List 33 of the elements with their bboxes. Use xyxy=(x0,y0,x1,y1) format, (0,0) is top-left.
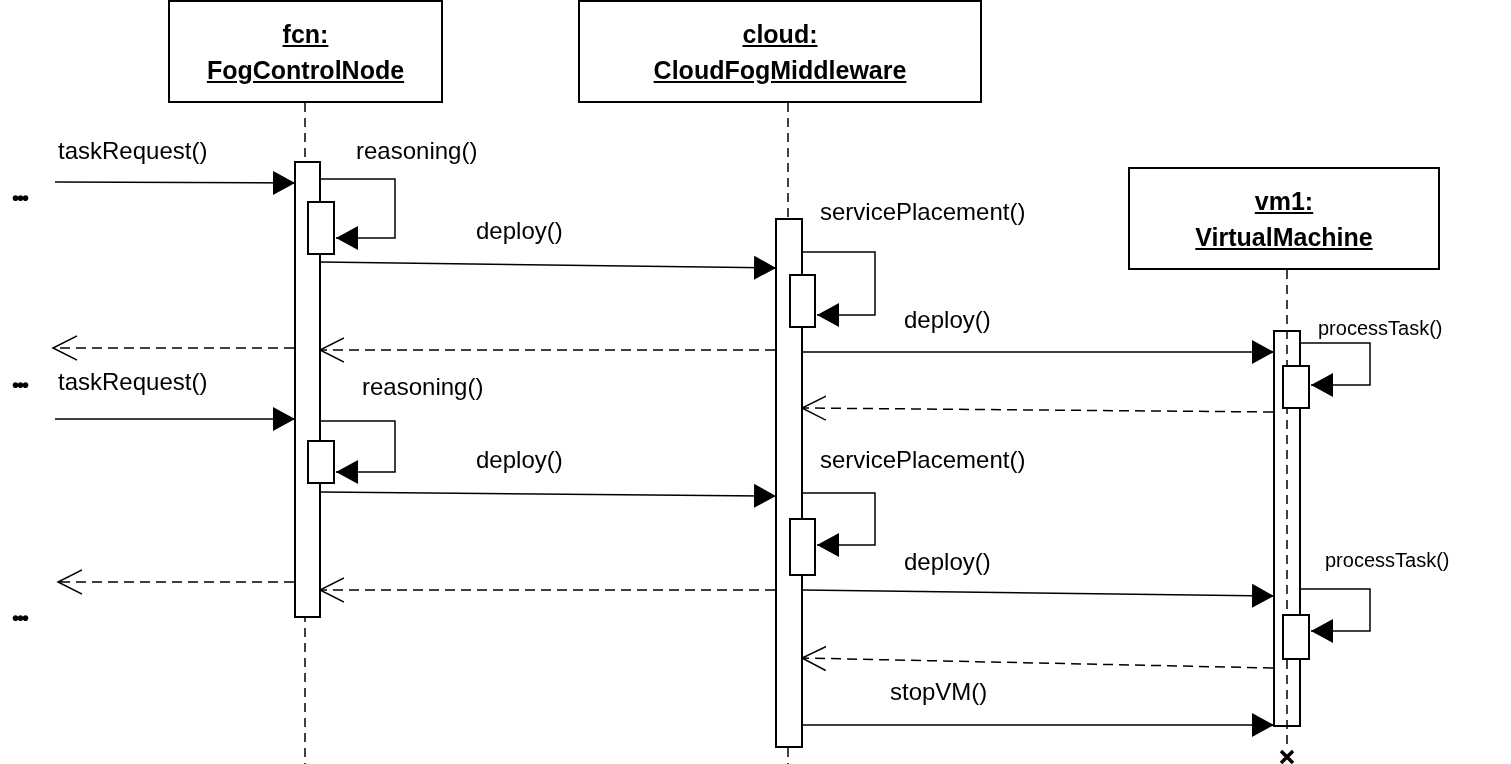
return-message-arrow xyxy=(52,335,295,361)
lifeline-header-box xyxy=(168,0,443,103)
activation-bar xyxy=(307,201,335,255)
self-message-arrow xyxy=(802,492,876,557)
message-arrow xyxy=(320,255,777,280)
self-message-arrow xyxy=(1300,588,1371,643)
lifeline-header-box xyxy=(578,0,982,103)
object-name: cloud: xyxy=(742,18,818,50)
ellipsis: ••• xyxy=(12,608,27,628)
object-name: FogControlNode xyxy=(206,54,405,86)
activation-bar xyxy=(1282,365,1310,409)
activation-bar xyxy=(789,518,816,576)
activation-bar xyxy=(1282,614,1310,660)
ellipsis: ••• xyxy=(12,375,27,395)
return-message-arrow xyxy=(57,569,295,595)
self-message-arrow xyxy=(802,251,876,327)
self-message-arrow xyxy=(320,420,396,484)
self-message-arrow xyxy=(320,178,396,250)
message-arrow xyxy=(802,583,1275,608)
activation-bar xyxy=(789,274,816,328)
ellipsis: ••• xyxy=(12,188,27,208)
object-name: VirtualMachine xyxy=(1195,221,1373,253)
object-name: fcn: xyxy=(282,18,329,50)
message-arrow xyxy=(54,170,296,195)
message-arrow xyxy=(320,483,777,508)
object-name: CloudFogMiddleware xyxy=(653,54,907,86)
message-arrow xyxy=(54,407,296,431)
message-arrow xyxy=(802,340,1275,364)
self-message-arrow xyxy=(1300,342,1371,397)
activation-bar xyxy=(307,440,335,484)
object-name: vm1: xyxy=(1254,185,1314,217)
lifeline-header-box xyxy=(1128,167,1440,270)
message-arrow xyxy=(802,713,1275,737)
